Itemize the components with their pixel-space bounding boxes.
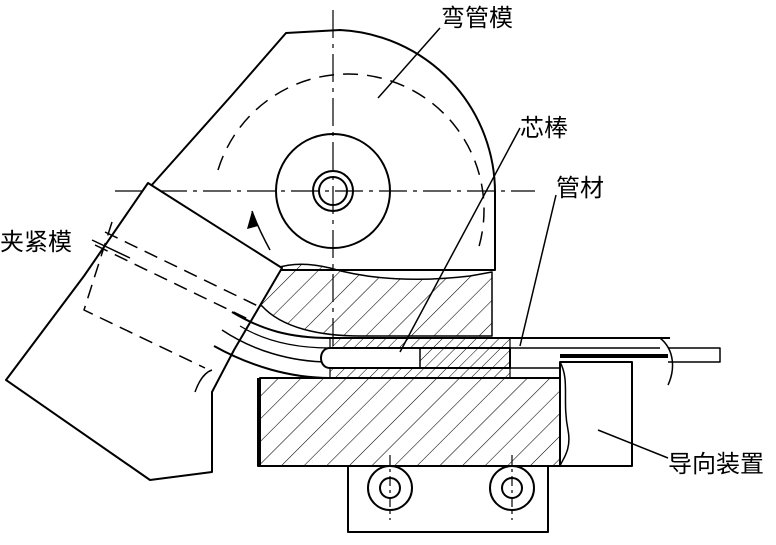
label-bending-die: 弯管模 <box>441 4 513 32</box>
leader-lines <box>91 27 669 459</box>
mandrel-hatched-end <box>419 347 511 369</box>
base-plate <box>347 455 549 533</box>
bolt-right-outer <box>489 465 535 511</box>
guide-device <box>257 361 633 467</box>
label-tube: 管材 <box>556 174 604 202</box>
die-groove-section <box>239 263 493 337</box>
arrowhead-icon <box>247 211 258 229</box>
bolt-left-outer <box>367 465 413 511</box>
label-mandrel: 芯棒 <box>520 114 568 142</box>
clamp-die <box>5 182 283 481</box>
tube-assembly <box>213 311 721 386</box>
rotation-arrow <box>251 210 271 251</box>
label-guide-device: 导向装置 <box>668 450 764 478</box>
label-clamp-die: 夹紧模 <box>0 228 72 256</box>
